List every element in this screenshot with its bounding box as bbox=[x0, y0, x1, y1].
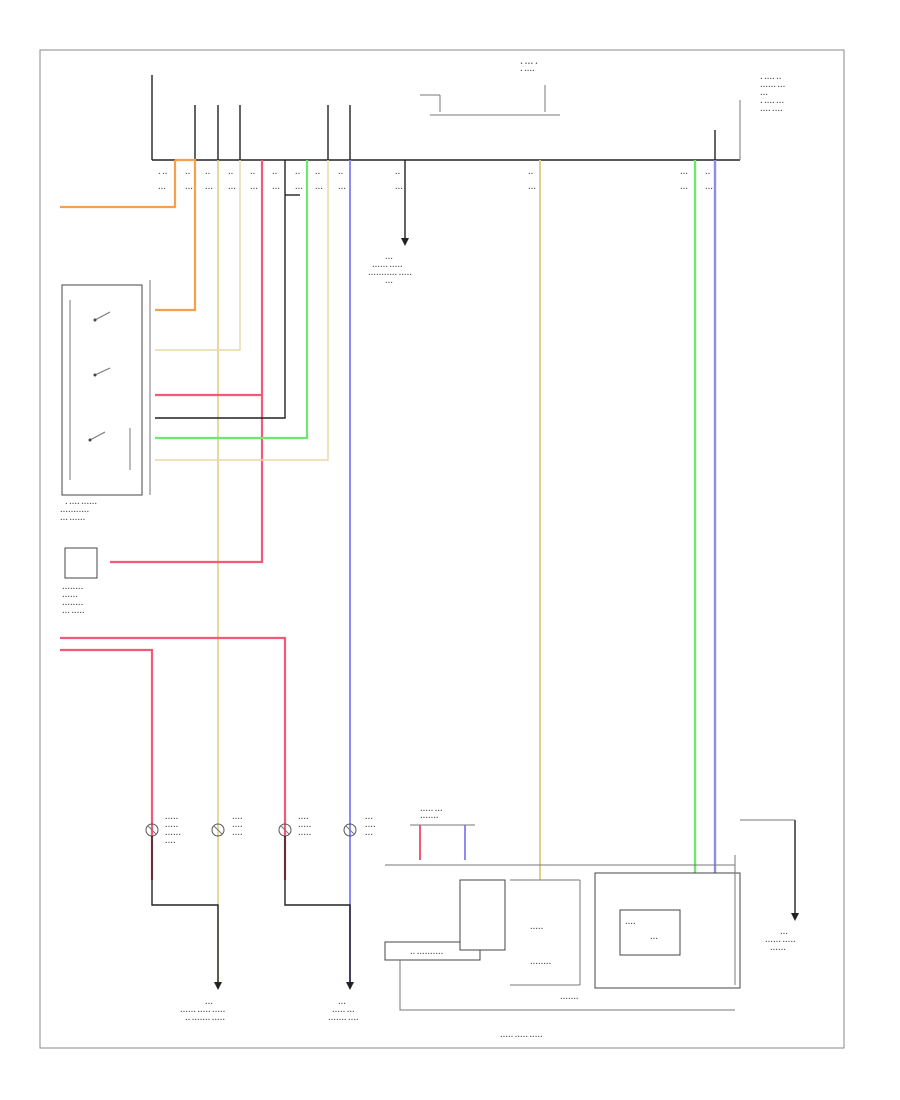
svg-text:••••••••: •••••••• bbox=[530, 962, 551, 967]
svg-text:••: •• bbox=[250, 172, 255, 177]
svg-text:••: •• bbox=[185, 172, 190, 177]
ground-arrow-icon bbox=[791, 913, 799, 921]
svg-text:••••••: •••••• bbox=[165, 833, 181, 838]
wire-pink-lower-a bbox=[60, 636, 287, 880]
svg-text:•••: ••• bbox=[780, 932, 788, 937]
svg-text:• •••• •••: • •••• ••• bbox=[760, 101, 784, 106]
svg-text:•••: ••• bbox=[385, 257, 393, 262]
wire-orange bbox=[60, 158, 197, 312]
svg-text:••: •• bbox=[338, 172, 343, 177]
svg-text:••••••••: •••••••• bbox=[62, 603, 83, 608]
pin-labels: • •••• •••• •••• •••• •••• ••••• •• ••••… bbox=[158, 172, 713, 192]
svg-text:••••••: •••••• bbox=[770, 948, 786, 953]
svg-text:•••••: ••••• bbox=[530, 927, 543, 932]
svg-text:•• ••••••• •••••: •• ••••••• ••••• bbox=[185, 1018, 225, 1023]
wire-pink-upper bbox=[110, 160, 264, 564]
svg-text:•••••: ••••• bbox=[165, 825, 178, 830]
colored-wires bbox=[60, 158, 717, 985]
svg-text:••: •• bbox=[528, 172, 533, 177]
svg-text:•••••: ••••• bbox=[298, 833, 311, 838]
svg-text:••••: •••• bbox=[232, 825, 243, 830]
svg-text:••: •• bbox=[295, 172, 300, 177]
svg-text:•••: ••• bbox=[395, 187, 403, 192]
svg-text:•••: ••• bbox=[205, 187, 213, 192]
svg-text:•••: ••• bbox=[528, 187, 536, 192]
fuse-label: • ••• • bbox=[520, 61, 538, 67]
svg-text:•••: ••• bbox=[385, 281, 393, 286]
svg-text:••••: •••• bbox=[298, 817, 309, 822]
svg-text:•••: ••• bbox=[680, 172, 688, 177]
svg-text:••••• •••: ••••• ••• bbox=[420, 809, 443, 814]
wire-black-upper bbox=[155, 160, 286, 419]
wire-tan bbox=[155, 160, 241, 351]
svg-text:•••••••••••: ••••••••••• bbox=[60, 510, 89, 515]
svg-text:••••: •••• bbox=[232, 817, 243, 822]
svg-text:••••: •••• bbox=[365, 825, 376, 830]
svg-text:•••: ••• bbox=[365, 833, 373, 838]
svg-text:•••: ••• bbox=[185, 187, 193, 192]
ground-arrow-icon bbox=[346, 982, 354, 990]
svg-text:•••: ••• bbox=[338, 187, 346, 192]
sensor-box bbox=[64, 547, 98, 579]
svg-text:• •••• ••••••: • •••• •••••• bbox=[65, 502, 97, 507]
svg-text:•••: ••• bbox=[760, 93, 768, 98]
lamp-row bbox=[145, 823, 357, 837]
svg-text:•••: ••• bbox=[338, 1002, 346, 1007]
svg-text:•••: ••• bbox=[650, 937, 658, 942]
svg-text:••: •• bbox=[205, 172, 210, 177]
svg-text:•••: ••• bbox=[228, 187, 236, 192]
svg-text:• ••: • •• bbox=[158, 172, 167, 177]
svg-text:••••••: •••••• bbox=[62, 595, 78, 600]
svg-text:••: •• bbox=[705, 172, 710, 177]
ground-arrow-icon bbox=[401, 238, 409, 246]
lamp-ground-left bbox=[151, 836, 219, 985]
svg-text:•••: ••• bbox=[205, 1002, 213, 1007]
diagram-border bbox=[39, 49, 845, 1049]
control-unit: ••••• ••••• ••••• •• •••••••••• ••••• ••… bbox=[384, 855, 741, 1040]
svg-text:••••• ••••• •••••: ••••• ••••• ••••• bbox=[500, 1035, 543, 1040]
svg-text:••• •••••: ••• ••••• bbox=[62, 611, 85, 616]
svg-text:•••: ••• bbox=[680, 187, 688, 192]
svg-text:••••• •••: ••••• ••• bbox=[332, 1010, 355, 1015]
svg-text:••••: •••• bbox=[625, 922, 636, 927]
svg-text:•••••: ••••• bbox=[298, 825, 311, 830]
wire-pink-lower-b bbox=[60, 648, 154, 880]
svg-text:•••••••: ••••••• bbox=[560, 997, 579, 1002]
svg-text:•• ••••••••••: •• •••••••••• bbox=[410, 952, 443, 957]
svg-text:•••: ••• bbox=[315, 187, 323, 192]
svg-text:••••••••: •••••••• bbox=[62, 587, 83, 592]
svg-text:•••••• •••: •••••• ••• bbox=[760, 85, 785, 90]
combination-switch: • •••• •••••• ••••••••••• ••• •••••• bbox=[60, 280, 151, 523]
svg-text:•••: ••• bbox=[365, 817, 373, 822]
svg-text:••: •• bbox=[228, 172, 233, 177]
svg-text:•••••: ••••• bbox=[165, 817, 178, 822]
svg-text:•••: ••• bbox=[250, 187, 258, 192]
svg-text:•••: ••• bbox=[158, 187, 166, 192]
svg-text:••: •• bbox=[315, 172, 320, 177]
svg-text:•••••• •••••: •••••• ••••• bbox=[372, 265, 403, 270]
svg-text:••••: •••• bbox=[232, 833, 243, 838]
svg-text:•••: ••• bbox=[272, 187, 280, 192]
svg-text:•••: ••• bbox=[295, 187, 303, 192]
svg-text:•••••• ••••• •••••: •••••• ••••• ••••• bbox=[180, 1010, 225, 1015]
svg-text:•••• ••••: •••• •••• bbox=[760, 109, 783, 114]
svg-text:• ••••: • •••• bbox=[520, 69, 535, 74]
svg-text:•••••••: ••••••• bbox=[420, 816, 439, 821]
svg-text:••: •• bbox=[272, 172, 277, 177]
svg-text:••••••• ••••: ••••••• •••• bbox=[328, 1018, 359, 1023]
ground-arrow-icon bbox=[214, 982, 222, 990]
svg-text:• •••• ••: • •••• •• bbox=[760, 77, 781, 82]
svg-text:•••: ••• bbox=[705, 187, 713, 192]
lamp-ground-right bbox=[284, 836, 351, 985]
wire-tan-right bbox=[155, 160, 329, 461]
lamp-2 bbox=[211, 823, 225, 837]
svg-text:••••: •••• bbox=[165, 841, 176, 846]
svg-text:•••••• •••••: •••••• ••••• bbox=[765, 940, 796, 945]
svg-text:••••••••••• •••••: ••••••••••• ••••• bbox=[368, 273, 412, 278]
wire-green-upper bbox=[155, 160, 309, 440]
svg-text:••: •• bbox=[395, 172, 400, 177]
lamp-4 bbox=[343, 823, 357, 837]
svg-text:••• ••••••: ••• •••••• bbox=[60, 518, 85, 523]
